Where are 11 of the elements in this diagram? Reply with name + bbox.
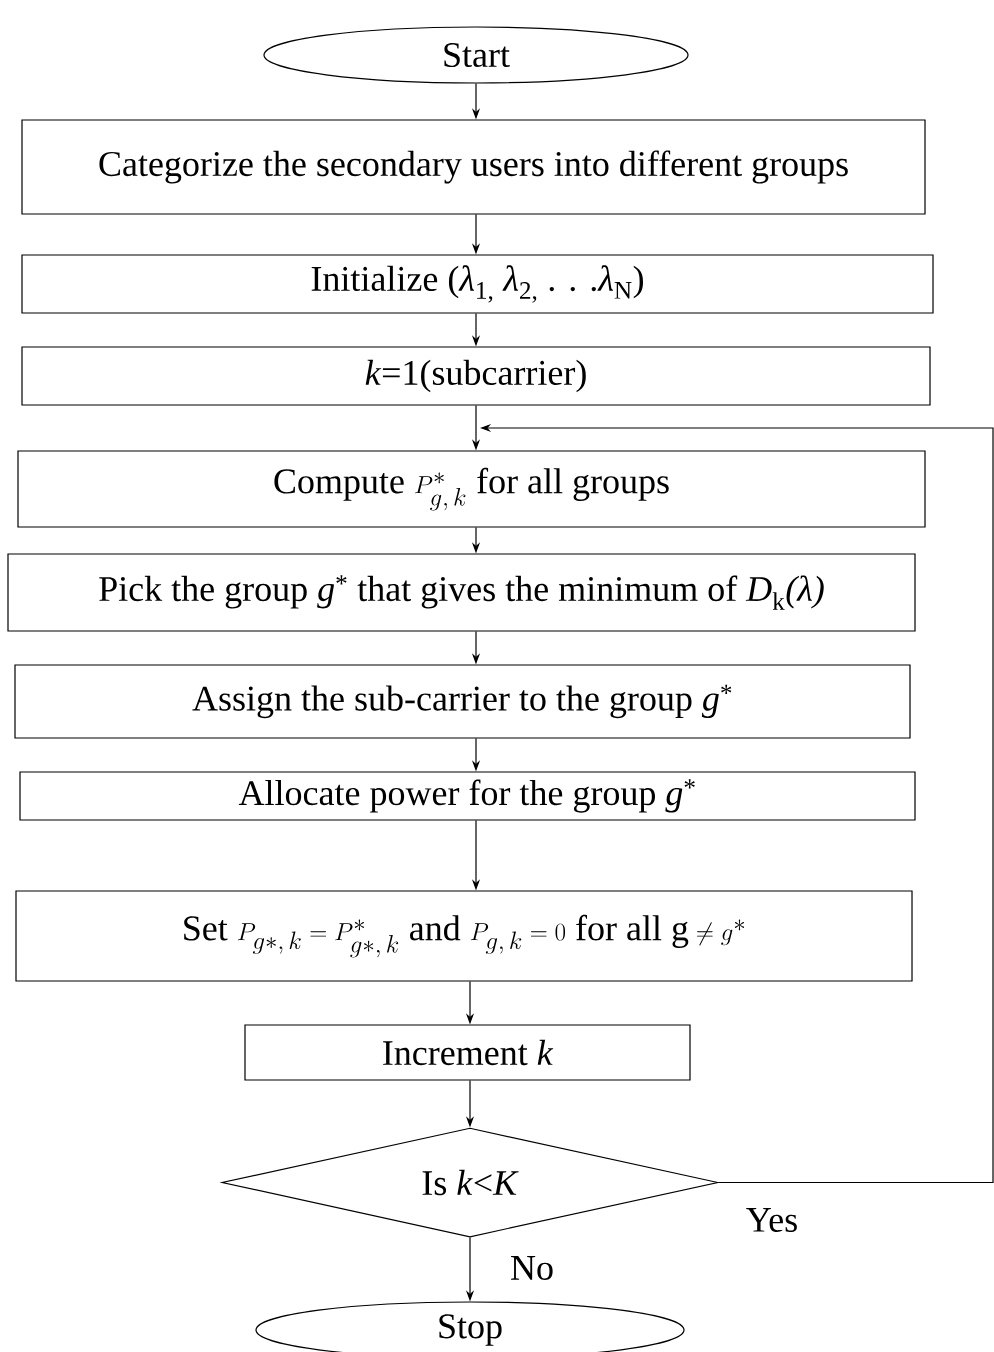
process-box: $\text{Set }P_{g*,\,k}=P^{*}_{g*,\,k}\text{ and }P_{g,\,k}=0\text{ for all g}\neq g^{*}$ [15,890,913,982]
process-box: Pick the group g$^{*}$ that gives the minimum of D$_{k}$(λ) [7,553,916,632]
process-box: Assign the sub-carrier to the group g$^{*}$ [14,664,911,739]
process-box: Categorize the secondary users into different groups [21,119,926,215]
process-box: Increment k [244,1024,691,1081]
edge-label: No [509,1255,555,1281]
process-box: Allocate power for the group g$^{*}$ [19,771,916,821]
edge-label: Yes [744,1207,800,1233]
process-box: k=1(subcarrier) [21,346,931,406]
process-box: $\text{Compute }P^{*}_{g,\,k}\text{ for all groups}$ [17,450,926,528]
process-box: Initialize (λ$_{1,}$ λ$_{2,}$ . . .λ$_{N}$) [21,254,934,314]
